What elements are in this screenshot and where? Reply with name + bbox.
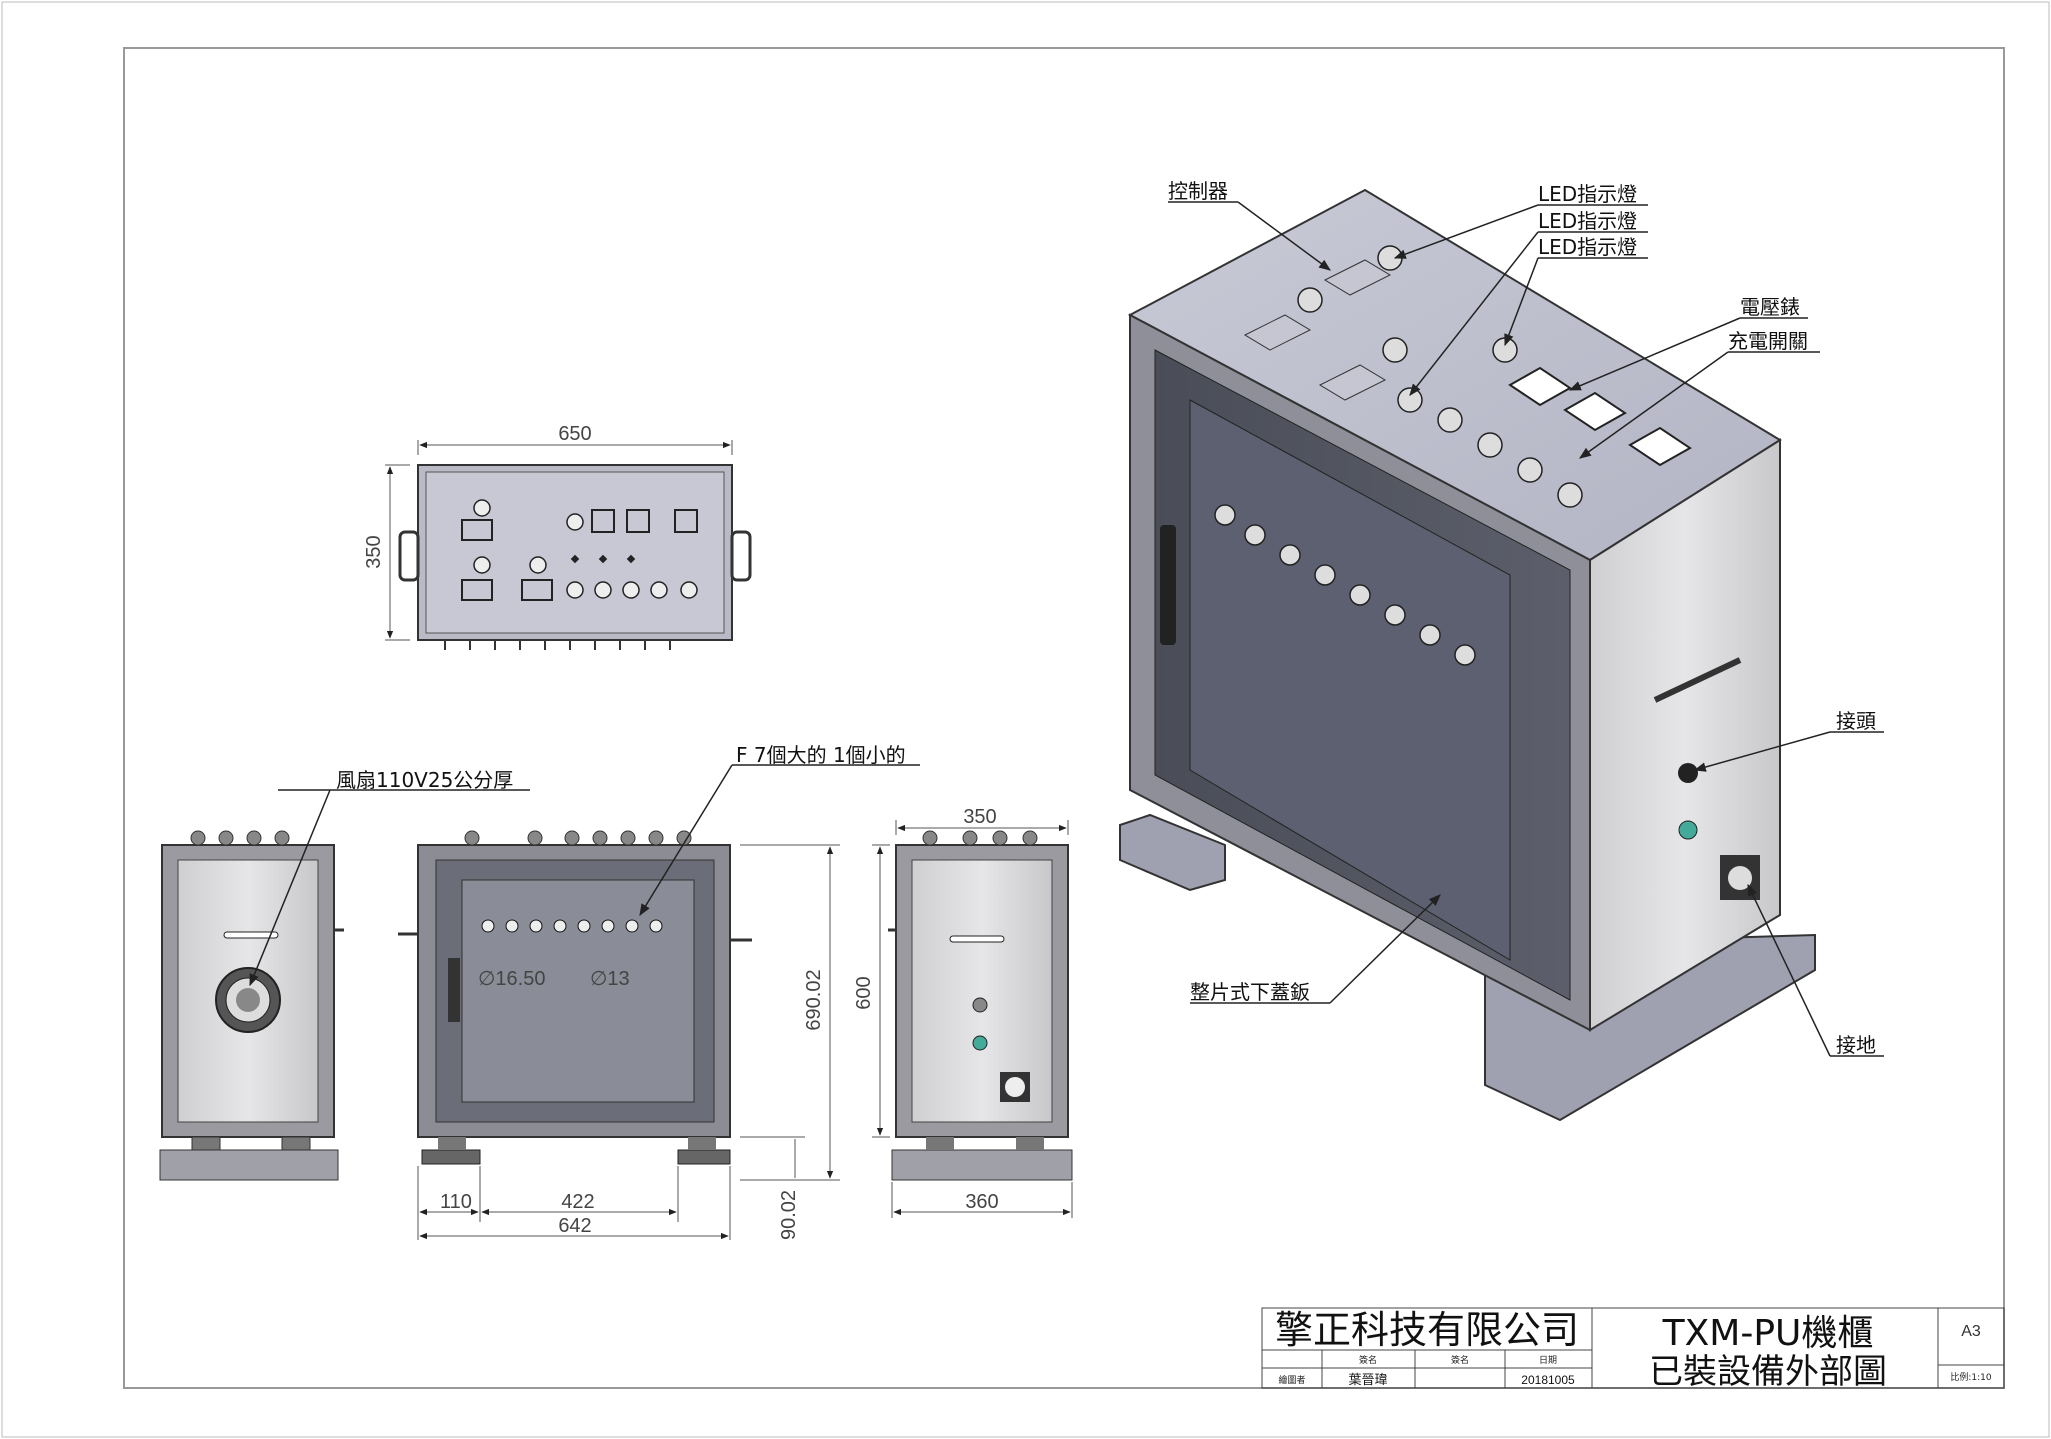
dim-90: 90.02 [778,1190,800,1240]
callout-connector: 接頭 [1836,709,1876,733]
drawing-border [123,47,2005,1389]
callout-charge-switch: 充電開關 [1728,329,1808,353]
col-sign: 簽名 [1359,1354,1377,1366]
side-dim-600: 600 [853,976,875,1009]
callout-ground: 接地 [1836,1033,1876,1057]
dim-422: 422 [561,1191,594,1213]
drawer-name: 葉晉瑋 [1348,1373,1387,1388]
callout-led-1: LED指示燈 [1538,182,1637,206]
company-name: 擎正科技有限公司 [1275,1308,1579,1352]
front-view: ∅16.50 ∅13 110 422 642 690.02 90.02 [398,830,840,1240]
hole-small-label: ∅13 [590,968,630,990]
side-dim-360: 360 [965,1191,998,1213]
sheet-size: A3 [1961,1323,1981,1340]
dim-690: 690.02 [803,969,825,1030]
callout-connectors: F 7個大的 1個小的 [736,743,906,767]
callout-bottom-cover: 整片式下蓋鈑 [1190,980,1310,1004]
top-width-dim: 650 [558,423,591,445]
callout-voltmeter: 電壓錶 [1740,295,1800,319]
hole-large-label: ∅16.50 [478,968,545,990]
top-view: 650 350 [363,423,752,650]
col-date: 日期 [1539,1355,1557,1366]
dim-642: 642 [558,1215,591,1237]
left-side-view [159,830,344,1181]
col-sign-2: 簽名 [1451,1354,1469,1366]
top-height-dim: 350 [363,535,385,568]
callout-fan: 風扇110V25公分厚 [336,768,513,792]
callout-led-3: LED指示燈 [1538,235,1637,259]
row-role: 繪圖者 [1278,1374,1305,1386]
right-side-view: 350 600 360 [853,806,1073,1218]
side-dim-350: 350 [963,806,996,828]
callout-controller: 控制器 [1168,179,1228,203]
drawing-title: TXM-PU機櫃 [1662,1313,1874,1354]
isometric-view [1119,188,1816,1122]
callout-led-2: LED指示燈 [1538,209,1637,233]
drawing-subtitle: 已裝設備外部圖 [1649,1352,1887,1392]
scale-label: 比例:1:10 [1950,1371,1992,1383]
title-block [1261,1307,2005,1389]
dim-110: 110 [440,1191,472,1213]
drawing-date: 20181005 [1521,1373,1575,1387]
